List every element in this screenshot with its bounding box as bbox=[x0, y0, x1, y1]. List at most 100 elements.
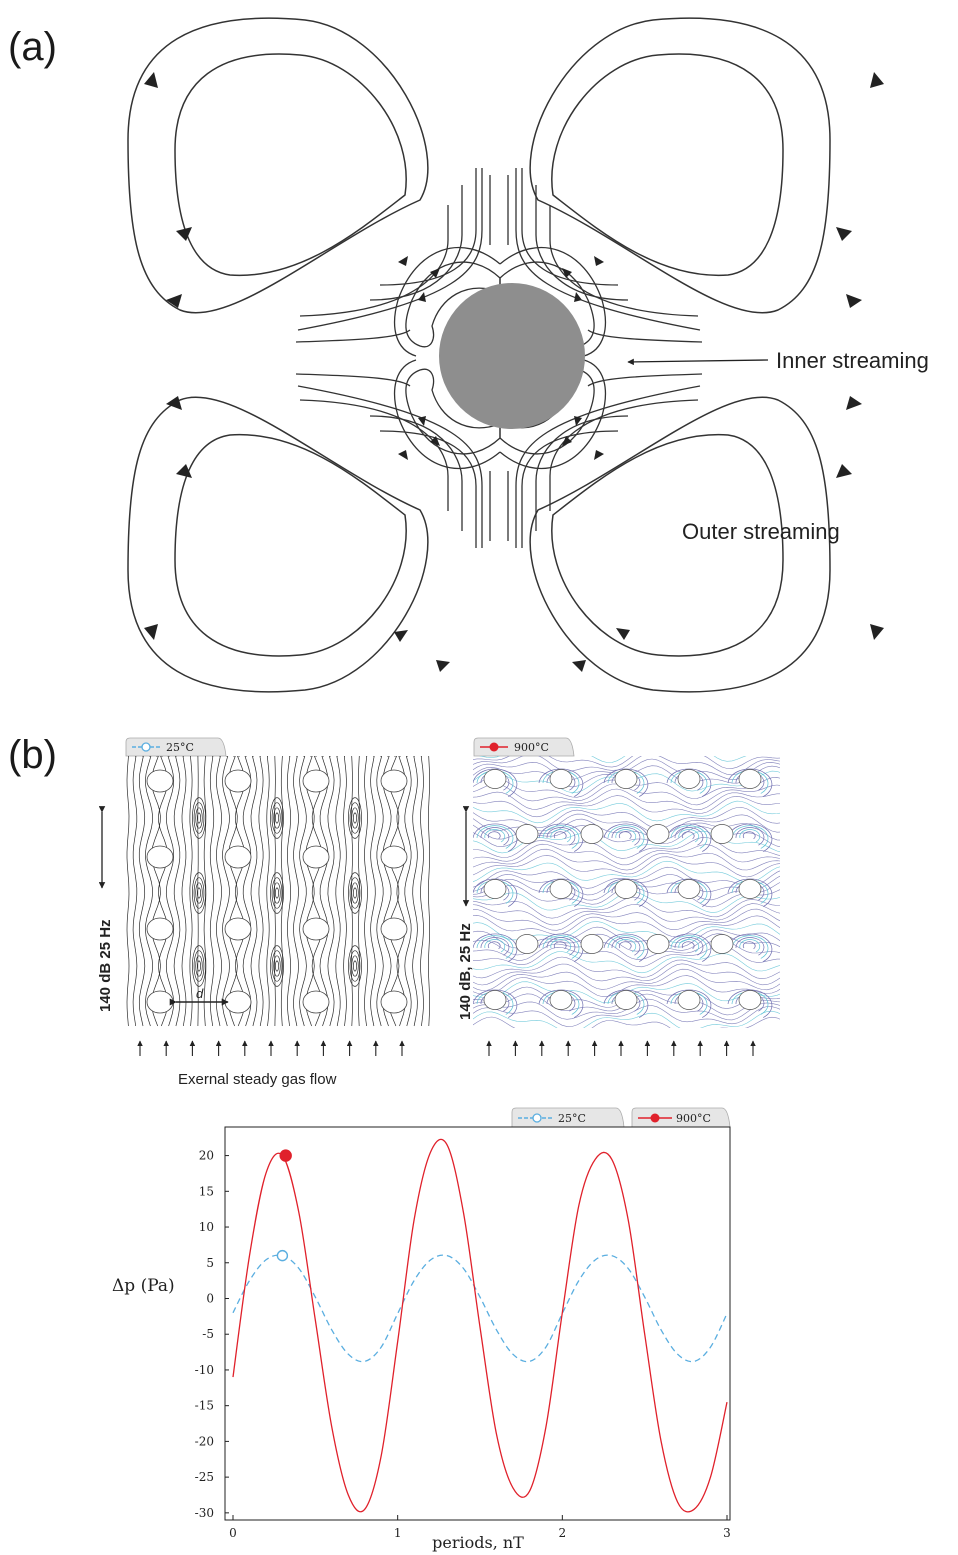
hot-swirl bbox=[542, 935, 580, 959]
hot-cylinder bbox=[614, 769, 638, 789]
inner-streaming-arrows bbox=[398, 256, 604, 460]
left-flow-arrows bbox=[137, 1040, 405, 1056]
hot-swirl bbox=[727, 989, 773, 1018]
hot-cylinder bbox=[483, 769, 507, 789]
hot-cylinder bbox=[580, 934, 604, 954]
cold-vortex bbox=[351, 882, 359, 904]
cold-streamline bbox=[382, 756, 392, 1027]
hot-swirl bbox=[550, 939, 572, 953]
hot-swirl bbox=[615, 829, 637, 843]
chart-legend-hot-label: 900°C bbox=[676, 1112, 711, 1125]
hot-streamline bbox=[473, 1010, 780, 1028]
series-layer bbox=[232, 1138, 728, 1513]
hot-cylinder bbox=[515, 824, 539, 844]
cold-streamline bbox=[173, 756, 181, 1027]
cold-streamline bbox=[234, 756, 246, 1027]
inner-streaming-callout: Inner streaming bbox=[627, 348, 929, 373]
hot-swirl bbox=[542, 880, 580, 904]
cold-cylinder bbox=[380, 917, 408, 941]
inner-streaming-label: Inner streaming bbox=[776, 348, 929, 373]
hot-swirl bbox=[473, 768, 518, 797]
hot-cylinder bbox=[549, 879, 573, 899]
hot-streamline bbox=[473, 860, 780, 883]
hot-cylinder bbox=[646, 824, 670, 844]
cold-streamline bbox=[250, 756, 258, 1027]
cold-vortex bbox=[197, 887, 202, 899]
cold-cylinder bbox=[146, 769, 174, 793]
hot-swirl bbox=[607, 825, 645, 849]
cold-streamline bbox=[364, 756, 368, 1027]
cold-cylinder bbox=[380, 990, 408, 1014]
series-line-cold bbox=[232, 1254, 728, 1363]
hot-swirl bbox=[666, 989, 712, 1018]
cold-cylinder bbox=[146, 990, 174, 1014]
hot-streamline bbox=[473, 800, 780, 824]
chart-legend: 25°C 900°C bbox=[511, 1107, 731, 1128]
hot-series-marker bbox=[279, 1149, 292, 1162]
y-axis-label: Δp (Pa) bbox=[112, 1276, 175, 1296]
cold-streamline bbox=[388, 756, 400, 1027]
cold-streamline bbox=[216, 756, 222, 1027]
hot-streamline bbox=[473, 968, 780, 991]
cold-streamline bbox=[327, 756, 335, 1027]
y-tick-label: -10 bbox=[195, 1363, 214, 1377]
cold-streamline bbox=[420, 756, 424, 1027]
cold-vortex bbox=[351, 807, 359, 829]
hot-swirl bbox=[727, 823, 773, 852]
cold-vortex bbox=[348, 797, 362, 839]
hot-swirl bbox=[742, 831, 756, 840]
hot-swirl bbox=[538, 878, 584, 907]
x-tick-label: 2 bbox=[559, 1526, 567, 1540]
cylinder bbox=[439, 283, 585, 429]
cold-streamline bbox=[138, 756, 146, 1027]
hot-swirl bbox=[727, 768, 773, 797]
hot-swirl bbox=[476, 825, 514, 849]
hot-swirl bbox=[603, 989, 649, 1018]
hot-swirl bbox=[670, 880, 708, 904]
hot-streamline bbox=[473, 848, 780, 871]
hot-swirl bbox=[607, 991, 645, 1015]
y-tick-label: -30 bbox=[195, 1506, 214, 1520]
hot-swirl bbox=[476, 770, 514, 794]
hot-legend-marker bbox=[489, 742, 499, 752]
cold-vortex bbox=[192, 945, 206, 987]
hot-cylinder bbox=[710, 824, 734, 844]
cold-vortex bbox=[271, 950, 283, 982]
hot-swirl bbox=[666, 768, 712, 797]
hot-swirl bbox=[615, 939, 637, 953]
cold-legend-tab: 25°C bbox=[125, 737, 227, 757]
hot-cylinder bbox=[483, 879, 507, 899]
hot-swirl bbox=[542, 825, 580, 849]
cold-vortex bbox=[353, 887, 358, 899]
hot-swirl bbox=[487, 941, 501, 950]
cold-vortex bbox=[349, 950, 361, 982]
flow-caption: Exernal steady gas flow bbox=[178, 1071, 337, 1088]
outer-loop-top-left bbox=[127, 17, 429, 314]
hot-cylinder bbox=[710, 934, 734, 954]
hot-swirl bbox=[674, 937, 704, 956]
cold-streamline bbox=[181, 756, 187, 1027]
cold-cylinder bbox=[224, 917, 252, 941]
hot-swirl bbox=[678, 829, 700, 843]
cold-streamline bbox=[287, 756, 291, 1027]
cold-vortex bbox=[348, 945, 362, 987]
cold-vortex bbox=[275, 960, 280, 972]
cold-vortex bbox=[349, 877, 361, 909]
cold-vortex bbox=[270, 872, 284, 914]
cold-vortex bbox=[197, 960, 202, 972]
cold-cylinder bbox=[146, 917, 174, 941]
hot-streamline bbox=[473, 843, 780, 866]
hot-swirl bbox=[670, 935, 708, 959]
cold-cylinder bbox=[302, 769, 330, 793]
hot-swirl bbox=[735, 827, 765, 846]
cold-streamline bbox=[266, 756, 270, 1027]
hot-streamline bbox=[473, 855, 780, 878]
hot-streamline bbox=[473, 998, 780, 1021]
hot-streamline bbox=[473, 896, 780, 919]
hot-streamline bbox=[473, 951, 780, 974]
hot-streamline bbox=[473, 963, 780, 986]
outer-streaming-label: Outer streaming bbox=[682, 519, 840, 544]
cold-vortex bbox=[349, 802, 361, 834]
